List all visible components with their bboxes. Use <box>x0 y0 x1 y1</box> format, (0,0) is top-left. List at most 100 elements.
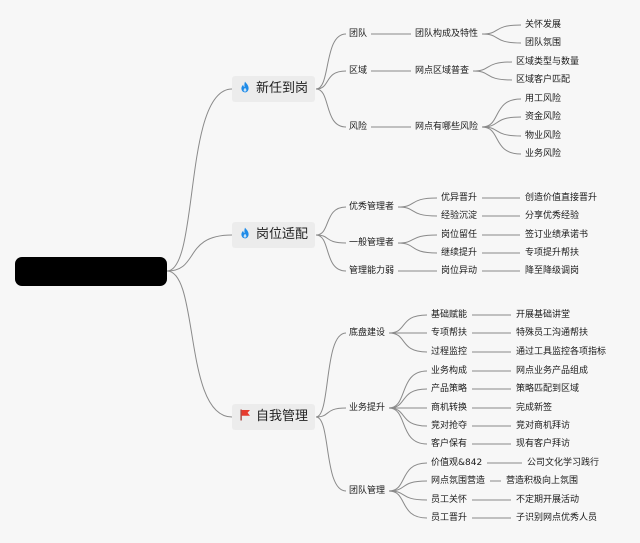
branch-3-1-2-1[interactable]: 特殊员工沟通帮扶 <box>516 326 588 340</box>
branch-1-3-1-1[interactable]: 用工风险 <box>525 92 561 106</box>
branch-1-1-1-2[interactable]: 团队氛围 <box>525 36 561 50</box>
branch-3-2[interactable]: 业务提升 <box>349 401 385 415</box>
branch-1[interactable]: 新任到岗 <box>232 76 316 102</box>
branch-3-2-4[interactable]: 竞对抢夺 <box>431 419 467 433</box>
branch-1-3-1-4[interactable]: 业务风险 <box>525 147 561 161</box>
branch-3-2-5[interactable]: 客户保有 <box>431 437 467 451</box>
branch-1-1-label: 团队 <box>349 29 368 39</box>
branch-1-2-1-1[interactable]: 区域类型与数量 <box>516 55 579 69</box>
branch-3-2-2-1-label: 策略匹配到区域 <box>516 384 580 394</box>
root-node[interactable] <box>15 257 167 286</box>
branch-3-2-5-1-label: 现有客户拜访 <box>516 439 571 449</box>
branch-3-2-4-label: 竞对抢夺 <box>431 421 468 431</box>
branch-2-3[interactable]: 管理能力弱 <box>349 264 394 278</box>
branch-3-2-3-1[interactable]: 完成新签 <box>516 401 552 415</box>
branch-3-2-5-1[interactable]: 现有客户拜访 <box>516 437 570 451</box>
link-1-2-1-2 <box>472 70 513 81</box>
branch-1-2-1-label: 网点区域普查 <box>415 66 470 76</box>
branch-3-2-4-1[interactable]: 竞对商机拜访 <box>516 419 570 433</box>
branch-1-3[interactable]: 风险 <box>349 120 367 134</box>
link-3-1-3 <box>388 332 428 353</box>
branch-2-2-1-1[interactable]: 签订业绩承诺书 <box>525 228 588 242</box>
branch-1-3-label: 风险 <box>349 122 368 132</box>
branch-3-2-2-1[interactable]: 策略匹配到区域 <box>516 382 579 396</box>
fire-icon <box>239 227 251 243</box>
branch-1-1-1-2-label: 团队氛围 <box>525 38 562 48</box>
branch-3-1-2-1-label: 特殊员工沟通帮扶 <box>516 328 589 338</box>
link-1-3-1-2 <box>481 116 522 128</box>
branch-2-2-1-label: 岗位留任 <box>441 230 478 240</box>
branch-3[interactable]: 自我管理 <box>232 404 316 430</box>
branch-1-1-1[interactable]: 团队构成及特性 <box>415 27 478 41</box>
branch-2-2[interactable]: 一般管理者 <box>349 236 394 250</box>
branch-2-1-2-1[interactable]: 分享优秀经验 <box>525 209 579 223</box>
branch-3-3[interactable]: 团队管理 <box>349 484 385 498</box>
branch-3-3-1-label: 价值观&842 <box>431 458 483 468</box>
branch-3-1-2[interactable]: 专项帮扶 <box>431 326 467 340</box>
branch-3-3-4[interactable]: 员工晋升 <box>431 511 467 525</box>
branch-2-1[interactable]: 优秀管理者 <box>349 200 394 214</box>
branch-2-1-2-label: 经验沉淀 <box>441 211 478 221</box>
link-1-1 <box>315 33 347 90</box>
branch-1-2[interactable]: 区域 <box>349 64 367 78</box>
branch-1-1[interactable]: 团队 <box>349 27 367 41</box>
link-3-3-2 <box>388 480 428 492</box>
branch-3-1-3-1[interactable]: 通过工具监控各项指标 <box>516 345 606 359</box>
branch-3-3-3[interactable]: 员工关怀 <box>431 493 467 507</box>
branch-3-2-5-label: 客户保有 <box>431 439 468 449</box>
branch-3-3-1-1[interactable]: 公司文化学习践行 <box>527 456 599 470</box>
link-3-3-1 <box>388 462 428 492</box>
branch-2-3-1-1[interactable]: 降至降级调岗 <box>525 264 579 278</box>
branch-3-2-1[interactable]: 业务构成 <box>431 364 467 378</box>
branch-2-2-1[interactable]: 岗位留任 <box>441 228 477 242</box>
branch-1-3-1-2[interactable]: 资金风险 <box>525 110 561 124</box>
branch-3-2-1-1[interactable]: 网点业务产品组成 <box>516 364 588 378</box>
branch-3-3-1[interactable]: 价值观&842 <box>431 456 482 470</box>
link-1-3-1-4 <box>481 126 522 155</box>
branch-3-1[interactable]: 底盘建设 <box>349 326 385 340</box>
branch-3-1-1-1-label: 开展基础讲堂 <box>516 310 571 320</box>
branch-3-3-1-1-label: 公司文化学习践行 <box>527 458 600 468</box>
link-3-2-2 <box>388 388 428 409</box>
branch-3-2-2[interactable]: 产品策略 <box>431 382 467 396</box>
branch-2-1-2[interactable]: 经验沉淀 <box>441 209 477 223</box>
branch-1-1-1-1[interactable]: 关怀发展 <box>525 18 561 32</box>
flag-icon <box>239 409 251 425</box>
branch-3-3-3-1[interactable]: 不定期开展活动 <box>516 493 579 507</box>
branch-3-1-1-1[interactable]: 开展基础讲堂 <box>516 308 570 322</box>
branch-2-1-1[interactable]: 优异晋升 <box>441 191 477 205</box>
branch-2-2-2[interactable]: 继续提升 <box>441 246 477 260</box>
branch-3-label: 自我管理 <box>256 409 309 424</box>
link-1-3 <box>315 88 347 128</box>
branch-2-2-2-1[interactable]: 专项提升帮扶 <box>525 246 579 260</box>
branch-1-3-1-3[interactable]: 物业风险 <box>525 129 561 143</box>
branch-3-3-2[interactable]: 网点氛围营造 <box>431 474 485 488</box>
branch-3-3-2-1[interactable]: 营造积极向上氛围 <box>506 474 578 488</box>
branch-1-3-1[interactable]: 网点有哪些风险 <box>415 120 478 134</box>
branch-2-1-1-1[interactable]: 创造价值直接晋升 <box>525 191 597 205</box>
link-2-1-1 <box>397 197 438 208</box>
link-3-1-1 <box>388 314 428 334</box>
link-1-1-1-2 <box>481 33 522 44</box>
branch-2-1-2-1-label: 分享优秀经验 <box>525 211 580 221</box>
link-3-2-4 <box>388 407 428 427</box>
branch-2-2-label: 一般管理者 <box>349 238 395 248</box>
branch-3-1-3[interactable]: 过程监控 <box>431 345 467 359</box>
link-root-3 <box>166 270 233 418</box>
branch-3-1-1-label: 基础赋能 <box>431 310 468 320</box>
branch-3-1-3-1-label: 通过工具监控各项指标 <box>516 347 607 357</box>
branch-1-2-1[interactable]: 网点区域普查 <box>415 64 469 78</box>
link-1-2 <box>315 70 347 90</box>
branch-2-3-1[interactable]: 岗位异动 <box>441 264 477 278</box>
branch-1-2-1-2[interactable]: 区域客户匹配 <box>516 73 570 87</box>
branch-3-1-1[interactable]: 基础赋能 <box>431 308 467 322</box>
branch-3-3-2-label: 网点氛围营造 <box>431 476 486 486</box>
branch-1-2-1-1-label: 区域类型与数量 <box>516 57 580 67</box>
branch-3-2-3[interactable]: 商机转换 <box>431 401 467 415</box>
branch-3-3-4-1[interactable]: 子识别网点优秀人员 <box>516 511 597 525</box>
branch-2[interactable]: 岗位适配 <box>232 222 316 248</box>
link-3-1 <box>315 332 347 418</box>
branch-1-3-1-label: 网点有哪些风险 <box>415 122 479 132</box>
branch-3-2-3-label: 商机转换 <box>431 403 468 413</box>
